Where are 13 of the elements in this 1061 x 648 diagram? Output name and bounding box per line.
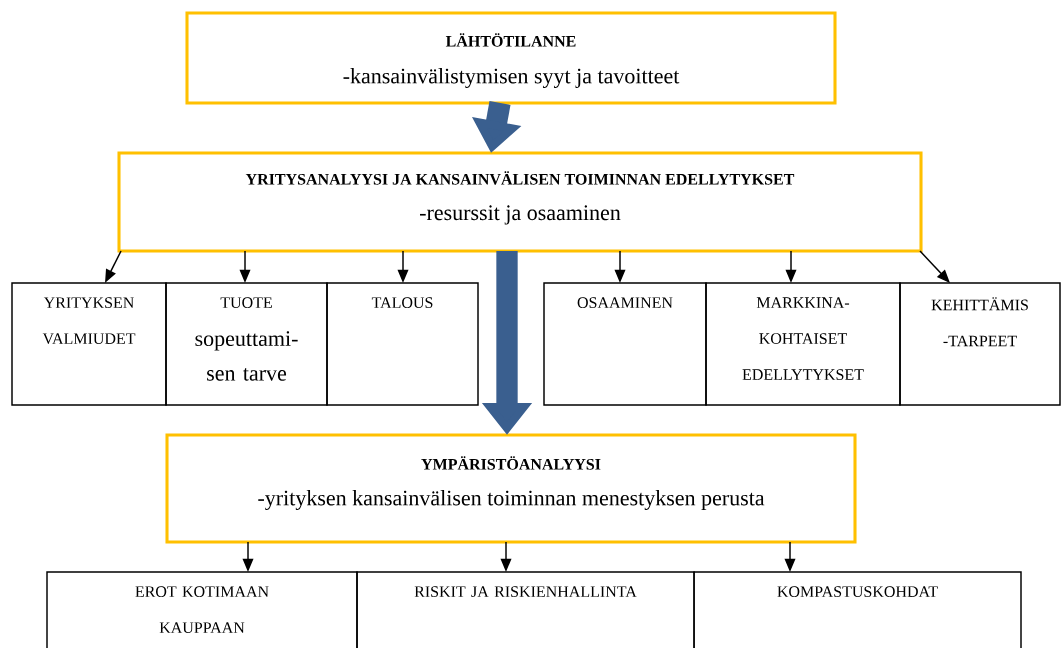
category-cell: TALOUS xyxy=(326,282,479,406)
stage-box: YRITYSANALYYSI JA KANSAINVÄLISEN TOIMINNAN EDELLYTYKSET -resurssit ja osaaminen xyxy=(117,151,923,253)
category-cell: KOMPASTUSKOHDAT xyxy=(693,571,1022,648)
category-cell: MARKKINA- KOHTAISET EDELLYTYKSET xyxy=(705,282,901,406)
arrow xyxy=(919,250,950,283)
category-cell: KEHITTÄMIS -TARPEET xyxy=(899,282,1061,406)
category-cell: EROT KOTIMAAN KAUPPAAN xyxy=(46,571,358,648)
stage-box: LÄHTÖTILANNE -kansainvälistymisen syyt ja tavoitteet xyxy=(185,11,837,105)
stage-box: YMPÄRISTÖANALYYSI -yrityksen kansainvälisen toiminnan menestyksen perusta xyxy=(165,433,857,544)
category-cell: TUOTE sopeuttami- sen tarve xyxy=(165,282,328,406)
category-cell: RISKIT JA RISKIENHALLINTA xyxy=(356,571,695,648)
category-cell: OSAAMINEN xyxy=(543,282,707,406)
category-cell: YRITYKSEN VALMIUDET xyxy=(11,282,167,406)
